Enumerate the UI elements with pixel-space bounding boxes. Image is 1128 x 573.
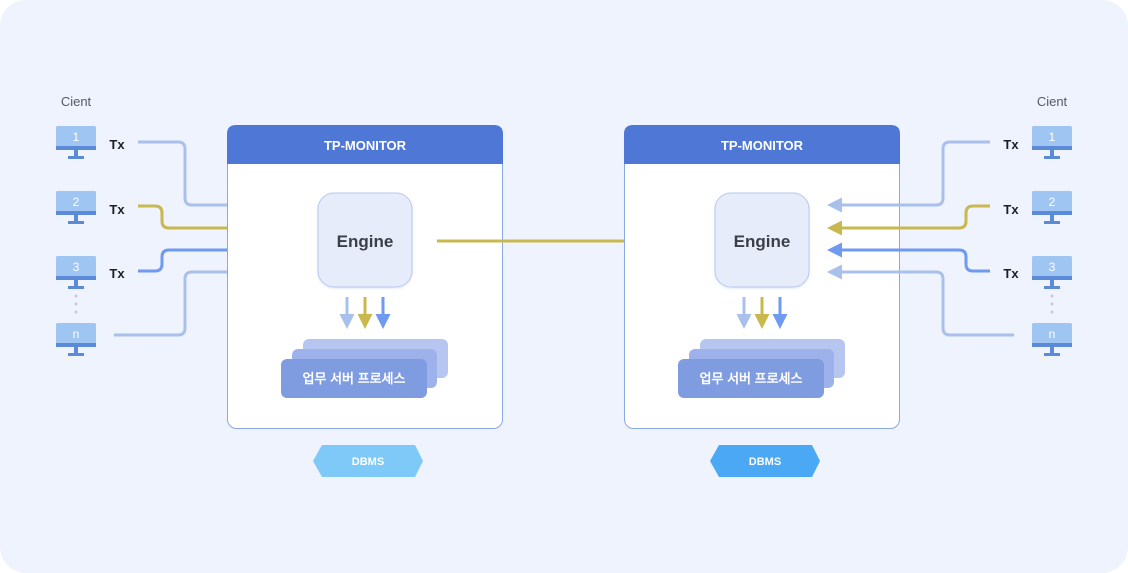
left-client-title: Cient	[61, 94, 92, 109]
client-number: 3	[73, 260, 80, 274]
monitor-title: TP-MONITOR	[721, 138, 804, 153]
engine-to-process-arrows	[736, 297, 788, 329]
engine-label: Engine	[337, 232, 394, 251]
left-client-1[interactable]: 1	[56, 126, 96, 159]
left-ellipsis-dots	[74, 294, 78, 314]
computer-icon	[1032, 191, 1072, 215]
engine-box[interactable]	[714, 192, 810, 288]
computer-icon	[56, 126, 96, 150]
process-label: 업무 서버 프로세스	[700, 371, 803, 386]
business-process-stack[interactable]: 업무 서버 프로세스	[281, 339, 448, 398]
client-number: 1	[73, 130, 80, 144]
dbms-label: DBMS	[749, 456, 781, 468]
right-ellipsis-dots	[1050, 294, 1054, 314]
client-number: 1	[1049, 130, 1056, 144]
computer-icon	[56, 323, 96, 347]
monitor-header	[227, 125, 503, 164]
client-number: 2	[73, 195, 80, 209]
left-tx-label-1: Tx	[109, 137, 125, 152]
right-client-n[interactable]: n	[1032, 323, 1072, 356]
right-arrow-client-n	[827, 264, 1014, 337]
business-process-stack[interactable]: 업무 서버 프로세스	[678, 339, 845, 398]
engine-to-process-arrows	[339, 297, 391, 329]
right-tx-label-1: Tx	[1003, 137, 1019, 152]
client-number: 3	[1049, 260, 1056, 274]
left-tx-label-3: Tx	[109, 266, 125, 281]
left-arrow-client-1	[138, 140, 301, 213]
right-client-3[interactable]: 3	[1032, 256, 1072, 289]
monitor-title: TP-MONITOR	[324, 138, 407, 153]
left-dbms-badge[interactable]: DBMS	[313, 445, 423, 477]
left-arrow-client-3	[138, 242, 301, 273]
right-tx-label-3: Tx	[1003, 266, 1019, 281]
dbms-label: DBMS	[352, 456, 384, 468]
left-arrow-client-2	[138, 204, 301, 236]
right-client-2[interactable]: 2	[1032, 191, 1072, 224]
computer-icon	[1032, 323, 1072, 347]
left-client-2[interactable]: 2	[56, 191, 96, 224]
right-arrow-client-1	[827, 140, 990, 213]
computer-icon	[56, 191, 96, 215]
right-dbms-badge[interactable]: DBMS	[710, 445, 820, 477]
computer-icon	[1032, 256, 1072, 280]
left-tp-monitor: TP-MONITOR Engine 업무 서버 프로세스	[227, 125, 503, 429]
monitor-header	[624, 125, 900, 164]
right-client-title: Cient	[1037, 94, 1068, 109]
client-number: 2	[1049, 195, 1056, 209]
process-label: 업무 서버 프로세스	[303, 371, 406, 386]
right-tp-monitor: TP-MONITOR Engine 업무 서버 프로세스	[624, 125, 900, 429]
engine-label: Engine	[734, 232, 791, 251]
right-tx-label-2: Tx	[1003, 202, 1019, 217]
right-arrow-client-3	[827, 242, 990, 273]
client-number: n	[1049, 327, 1056, 341]
left-tx-label-2: Tx	[109, 202, 125, 217]
left-arrow-client-n	[114, 264, 301, 337]
computer-icon	[56, 256, 96, 280]
left-client-n[interactable]: n	[56, 323, 96, 356]
client-number: n	[73, 327, 80, 341]
right-arrow-client-2	[827, 204, 990, 236]
right-client-1[interactable]: 1	[1032, 126, 1072, 159]
left-client-3[interactable]: 3	[56, 256, 96, 289]
computer-icon	[1032, 126, 1072, 150]
engine-box[interactable]	[317, 192, 413, 288]
